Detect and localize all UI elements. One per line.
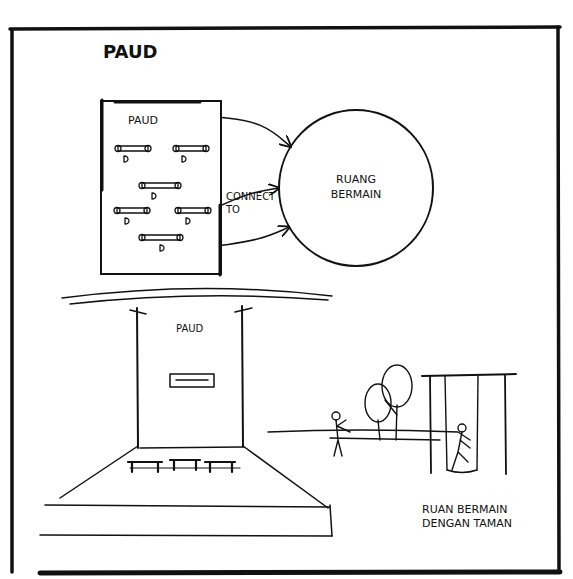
plan-furniture (102, 100, 220, 275)
wall-label: PAUD (176, 322, 236, 335)
space-circle: RUANG BERMAIN (277, 108, 435, 268)
node-text: RUANG BERMAIN (317, 173, 395, 203)
garden-illustration (268, 365, 516, 474)
connector-arrow (222, 227, 289, 245)
edge-label: CONNECT TO (226, 190, 284, 216)
node-text: PAUD (128, 114, 220, 129)
sketch-title: PAUD (103, 40, 157, 63)
page-frame (10, 27, 560, 573)
view-caption: RUAN BERMAIN DENGAN TAMAN (422, 503, 520, 532)
circle-outline (279, 110, 433, 266)
connector-arrow (222, 118, 291, 147)
room-plan: PAUD (100, 100, 222, 275)
room-perspective (40, 288, 332, 536)
